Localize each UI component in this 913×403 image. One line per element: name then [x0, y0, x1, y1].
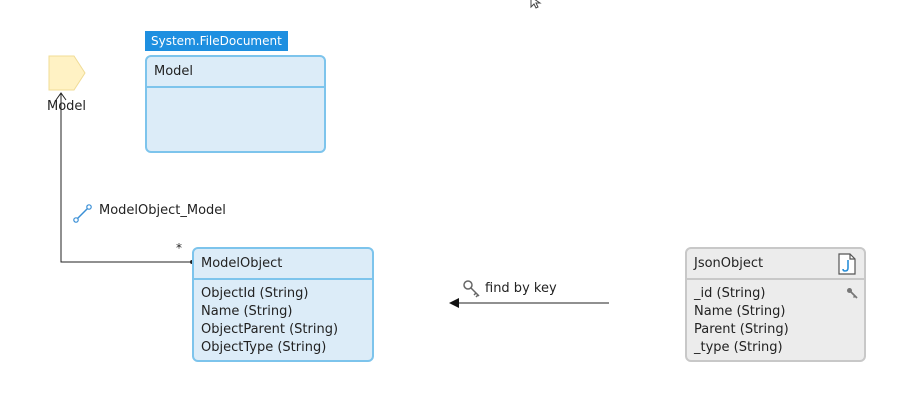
attribute-row[interactable]: Name (String) [694, 304, 786, 319]
association-line [60, 93, 193, 263]
attribute-row[interactable]: Name (String) [201, 304, 293, 319]
association-name[interactable]: ModelObject_Model [99, 203, 226, 218]
attribute-row[interactable]: ObjectType (String) [201, 340, 327, 355]
attribute-row[interactable]: _type (String) [694, 340, 783, 355]
entity-model-object-name: ModelObject [194, 249, 372, 280]
association-icon [73, 204, 92, 223]
attribute-row[interactable]: Parent (String) [694, 322, 789, 337]
mapping-arrowhead [449, 298, 459, 308]
attribute-row[interactable]: _id (String) [694, 286, 766, 301]
mouse-cursor-icon [530, 0, 542, 9]
entity-model-object[interactable]: ModelObject ObjectId (String) Name (Stri… [192, 247, 374, 362]
association-multiplicity: * [176, 241, 182, 255]
association-arrowhead [55, 92, 67, 101]
attribute-row[interactable]: ObjectId (String) [201, 286, 309, 301]
external-entity-label: Model [47, 99, 87, 114]
json-document-icon [838, 253, 856, 275]
entity-model-name: Model [147, 57, 324, 88]
entity-json-object-name: JsonObject [694, 256, 764, 271]
generalization-tag[interactable]: System.FileDocument [145, 31, 288, 51]
entity-json-object-attributes: _id (String) Name (String) Parent (Strin… [687, 280, 864, 357]
entity-json-object-header: JsonObject [687, 249, 864, 280]
attribute-row[interactable]: ObjectParent (String) [201, 322, 339, 337]
mapping-label[interactable]: find by key [485, 281, 557, 296]
primary-key-icon [847, 288, 858, 299]
entity-model-object-attributes: ObjectId (String) Name (String) ObjectPa… [194, 280, 372, 357]
entity-model[interactable]: Model [145, 55, 326, 153]
external-entity-shape[interactable] [48, 55, 88, 93]
entity-json-object[interactable]: JsonObject _id (String) Name (String) Pa… [685, 247, 866, 362]
entity-model-attributes [147, 88, 324, 93]
key-icon [463, 280, 480, 298]
